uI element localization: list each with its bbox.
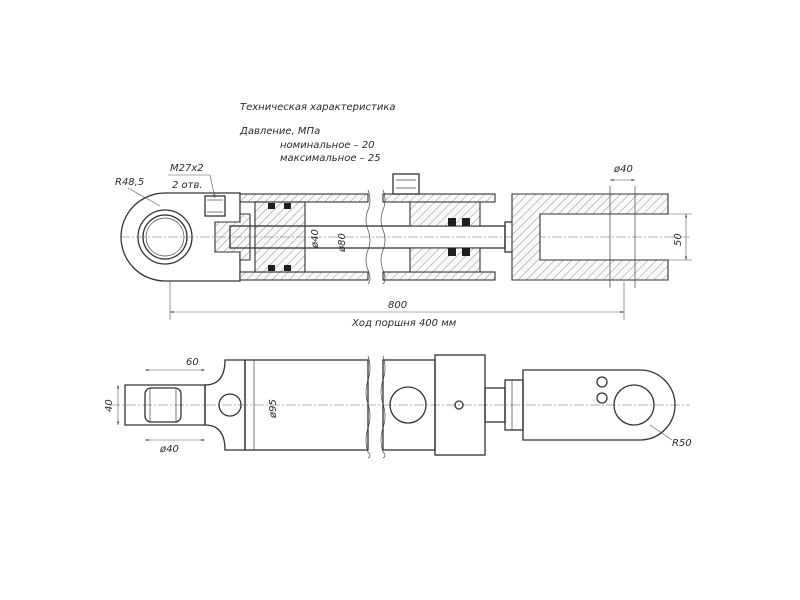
dim-eye-60: 60 bbox=[186, 357, 199, 368]
break-line-left bbox=[365, 189, 371, 285]
dim-pin-d40: ø40 bbox=[613, 164, 633, 175]
dim-fork-50: 50 bbox=[673, 233, 684, 246]
dim-holes: 2 отв. bbox=[172, 180, 203, 191]
break-line-right bbox=[380, 189, 386, 285]
barrel-wall-bottom-left bbox=[239, 271, 369, 281]
clevis-plan bbox=[522, 369, 676, 441]
front-port bbox=[392, 173, 420, 195]
rear-eye-outline bbox=[120, 192, 241, 282]
exterior-view bbox=[110, 354, 690, 459]
spec-block: Техническая характеристика Давление, МПа… bbox=[239, 102, 396, 164]
dim-stroke: Ход поршня 400 мм bbox=[351, 318, 457, 329]
dim-eye-d40: ø40 bbox=[159, 444, 179, 455]
spec-maximum: максимальное – 25 bbox=[280, 153, 381, 164]
spec-title: Техническая характеристика bbox=[240, 102, 396, 113]
dim-eye-40: 40 bbox=[104, 399, 115, 412]
rear-bushing-plan bbox=[144, 387, 182, 423]
barrel-wall-top-left bbox=[239, 193, 369, 203]
barrel-wall-top-right bbox=[382, 193, 496, 203]
exterior-dimensions: 60 40 ø40 ø95 R50 bbox=[104, 357, 692, 455]
spec-pressure-label: Давление, МПа bbox=[239, 126, 320, 137]
section-view bbox=[120, 173, 690, 288]
rear-port-plan bbox=[218, 393, 242, 417]
dim-rod-d40: ø40 bbox=[310, 229, 321, 249]
barrel-wall-bottom-right bbox=[382, 271, 496, 281]
rear-port bbox=[204, 195, 226, 217]
clevis-pin-hole bbox=[613, 384, 655, 426]
dim-bore-d80: ø80 bbox=[337, 233, 348, 253]
dim-length-800: 800 bbox=[388, 300, 407, 311]
dim-r48-5: R48,5 bbox=[115, 177, 144, 188]
section-dimensions: R48,5 M27x2 2 отв. ø40 ø40 ø80 50 800 Хо… bbox=[115, 163, 692, 329]
dim-thread: M27x2 bbox=[170, 163, 204, 174]
spec-nominal: номинальное – 20 bbox=[280, 140, 375, 151]
dim-clevis-r50: R50 bbox=[672, 438, 692, 449]
clevis-fork-section bbox=[511, 193, 669, 281]
front-port-plan bbox=[389, 386, 427, 424]
dim-barrel-d95: ø95 bbox=[268, 399, 279, 419]
